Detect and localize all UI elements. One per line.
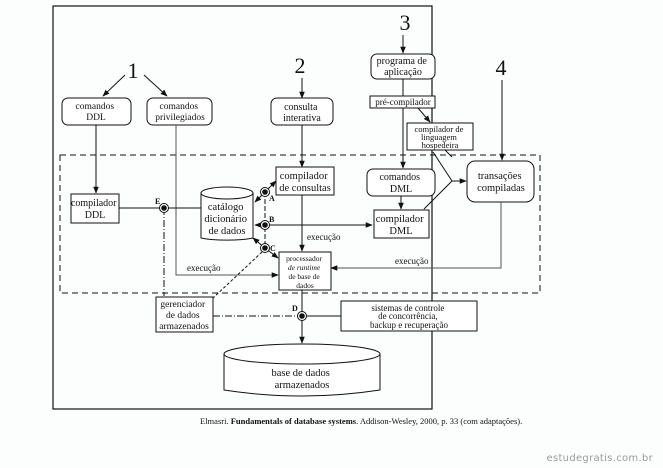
processador-line3: de base de <box>288 272 320 281</box>
gerenciador-line1: gerenciador <box>160 300 206 310</box>
svg-text:comandos DML: comandos DML <box>379 172 422 195</box>
sistemas-line2: de concorrência, <box>378 311 437 321</box>
comandos-priv-line2: privilegiados <box>155 113 205 123</box>
gerenciador-box <box>155 296 214 333</box>
pre-compilador-label: pré-compilador <box>375 97 430 107</box>
node-b <box>260 220 270 230</box>
node-d <box>297 311 307 321</box>
svg-text:comandos privilegiados: comandos privilegiados <box>155 102 205 123</box>
comandos-priv-line1: comandos <box>160 102 199 112</box>
catalogo-line1: catálogo <box>208 202 244 213</box>
svg-text:gerenciador de dados a: gerenciador de dados armazenados <box>159 300 209 332</box>
gerenciador-line2: de dados <box>166 311 200 321</box>
priv-to-processador <box>175 125 279 278</box>
svg-text:compilador DDL: compilador DDL <box>71 198 119 221</box>
execucao-label-1: execução <box>187 263 221 273</box>
consulta-line1: consulta <box>284 102 318 113</box>
dbms-boundary <box>59 154 541 294</box>
comandos-dml-line2: DML <box>390 184 412 195</box>
transacoes-to-processador <box>330 202 502 271</box>
compilador-ddl-line1: compilador <box>71 198 117 209</box>
svg-text:catálogo dicionário de: catálogo dicionário de dados <box>204 202 249 237</box>
compilador-dml-box <box>373 209 430 239</box>
caption-author: Elmasri. <box>200 416 229 426</box>
compilador-consultas-box <box>275 166 335 196</box>
linguagem-to-merge <box>444 149 453 158</box>
user-group-1: 1 <box>128 58 139 83</box>
compilador-linguagem-box <box>406 122 474 151</box>
sistemas-line3: backup e recuperação <box>370 320 448 330</box>
user-group-3: 3 <box>400 10 411 35</box>
user-group-2: 2 <box>295 53 306 78</box>
svg-text:compilador DML: compilador DML <box>376 214 426 237</box>
compilador-ddl-line2: DDL <box>85 210 106 221</box>
processador-runtime-box <box>278 251 332 291</box>
programa-line1: programa de <box>377 56 428 67</box>
svg-text:base de dados armazenados: base de dados armazenados <box>272 368 333 391</box>
sistemas-controle-box <box>340 300 478 332</box>
svg-text:processador de runtime: processador de runtime de base de dados <box>286 254 324 290</box>
compilador-consultas-line2: de consultas <box>279 183 331 194</box>
node-a-label: A <box>269 194 275 203</box>
svg-text:transações compiladas: transações compiladas <box>477 171 525 194</box>
compilador-consultas-line1: compilador <box>280 171 328 182</box>
compilador-ddl-box <box>70 193 120 224</box>
svg-text:compilador de consultas: compilador de consultas <box>279 171 331 194</box>
node-c-label: C <box>270 244 276 253</box>
transacoes-line1: transações <box>478 171 522 182</box>
arrow-1-ddl <box>102 74 126 97</box>
catalogo-cylinder <box>200 186 254 241</box>
source-caption: Elmasri. Fundamentals of database system… <box>200 416 522 426</box>
node-c <box>260 243 270 253</box>
comandos-ddl-line1: comandos <box>76 102 115 112</box>
linguagem-line3: hospedeira <box>422 140 459 150</box>
node-e <box>159 203 169 213</box>
svg-text:programa de aplicação: programa de aplicação <box>377 56 430 78</box>
user-group-4: 4 <box>496 55 507 80</box>
svg-text:compilador de linguagem: compilador de linguagem hospedeira <box>415 124 466 150</box>
compilador-dml-line1: compilador <box>376 214 424 225</box>
caption-title: Fundamentals of database systems <box>230 416 357 426</box>
node-a <box>260 187 270 197</box>
linguagem-line1: compilador de <box>415 124 464 134</box>
catalogo-line2: dicionário <box>204 214 247 225</box>
execucao-label-2: execução <box>307 232 341 242</box>
comandos-dml-line1: comandos <box>379 172 420 183</box>
base-dados-line1: base de dados <box>272 368 330 379</box>
sistemas-line1: sistemas de controle <box>371 303 444 313</box>
merge-lines <box>423 151 453 210</box>
arrow-1-priv <box>143 74 168 97</box>
consulta-line2: interativa <box>283 113 321 124</box>
c-to-gerenciador <box>212 251 263 299</box>
catalogo-line3: de dados <box>208 226 245 237</box>
gerenciador-line3: armazenados <box>159 322 209 332</box>
node-d-label: D <box>292 304 298 313</box>
base-dados-line2: armazenados <box>275 380 330 391</box>
processador-line1: processador <box>286 254 322 263</box>
caption-rest: . Addison-Wesley, 2000, p. 33 (com adapt… <box>356 416 523 426</box>
node-b-label: B <box>269 215 275 224</box>
processador-line4: dados <box>296 281 314 290</box>
comandos-ddl-line2: DDL <box>86 113 106 123</box>
processador-line2: de runtime <box>288 263 321 272</box>
precomp-to-linguagem <box>417 107 431 123</box>
compilador-dml-line2: DML <box>389 226 412 237</box>
linguagem-line2: linguagem <box>421 132 457 142</box>
node-e-label: E <box>155 197 160 206</box>
outer-frame <box>52 5 433 410</box>
svg-text:comandos DDL: comandos DDL <box>76 102 117 123</box>
comandos-privilegiados-box <box>146 97 213 126</box>
svg-text:sistemas de controle de co: sistemas de controle de concorrência, ba… <box>370 303 448 330</box>
base-dados-cylinder <box>223 343 381 397</box>
svg-text:consulta interativa: consulta interativa <box>283 102 321 124</box>
execucao-label-3: execução <box>395 256 429 266</box>
programa-line2: aplicação <box>384 67 422 78</box>
transacoes-line2: compiladas <box>477 183 525 194</box>
watermark: estudegratis.com.br <box>546 453 653 464</box>
